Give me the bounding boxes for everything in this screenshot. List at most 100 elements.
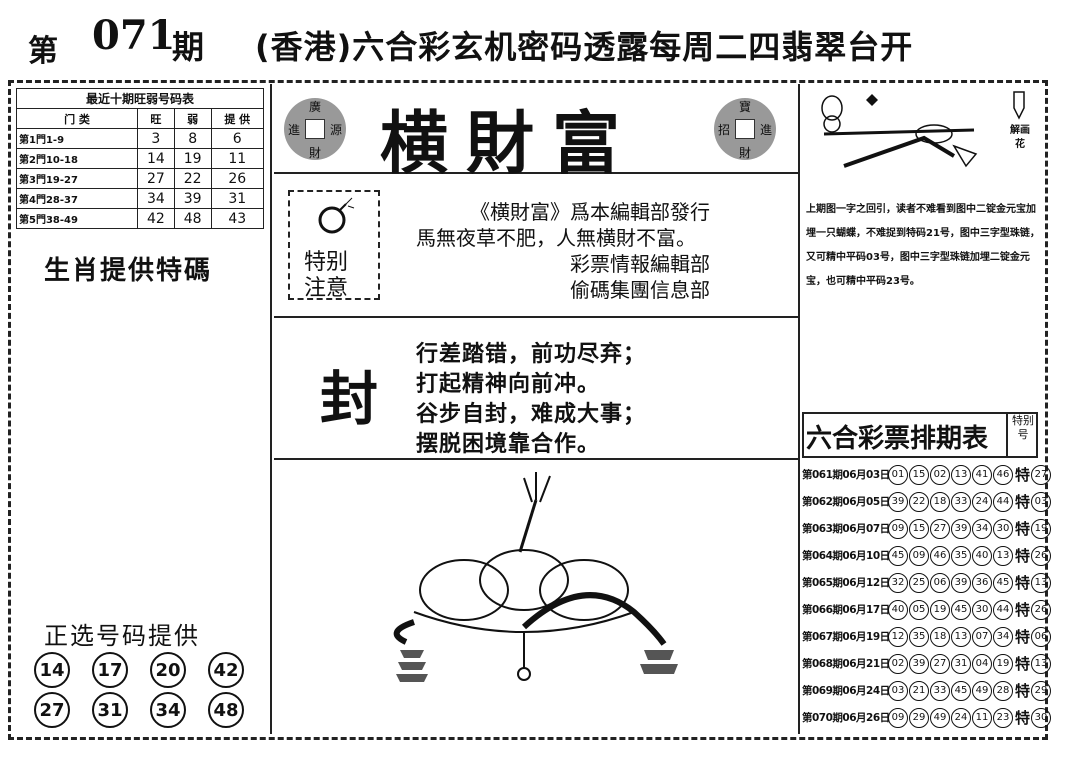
cell: 42: [137, 208, 175, 229]
issue-suffix: 期: [172, 28, 205, 66]
number-ball: 39: [951, 572, 971, 593]
number-ball: 24: [972, 491, 992, 512]
number-ball: 44: [993, 599, 1013, 620]
schedule-row: 第067期06月19日 12 35 18 13 07 34 特 06: [802, 623, 1052, 650]
cell: 43: [210, 208, 265, 229]
coin-char: 源: [330, 123, 343, 137]
pick-number: 31: [92, 692, 128, 728]
row-label: 第5門38-49: [16, 208, 138, 229]
pick-number: 17: [92, 652, 128, 688]
schedule-title: 六合彩票排期表: [806, 424, 989, 454]
cell: 22: [173, 168, 212, 189]
number-ball: 04: [972, 653, 992, 674]
cell: 3: [137, 128, 175, 149]
number-ball: 29: [909, 707, 929, 728]
number-ball: 02: [888, 653, 908, 674]
table-row: 第2門10-18 14 19 11: [16, 148, 265, 169]
poem-line: 谷步自封，难成大事；: [416, 402, 647, 427]
special-mark: 特: [1015, 655, 1031, 673]
cell: 31: [210, 188, 265, 209]
special-mark: 特: [1015, 574, 1031, 592]
number-ball: 27: [930, 653, 950, 674]
number-ball: 09: [888, 707, 908, 728]
schedule-row-label: 第062期06月05日: [802, 496, 890, 508]
number-ball: 15: [909, 518, 929, 539]
row-label: 第4門28-37: [16, 188, 138, 209]
special-ball: 13: [1031, 653, 1052, 674]
number-ball: 13: [951, 464, 971, 485]
schedule-row-label: 第069期06月24日: [802, 685, 890, 697]
number-ball: 13: [951, 626, 971, 647]
schedule-row: 第064期06月10日 45 09 46 35 40 13 特 26: [802, 542, 1052, 569]
schedule-row-label: 第061期06月03日: [802, 469, 890, 481]
notice-line: 《横財富》爲本編輯部發行: [470, 200, 710, 224]
poem-line: 行差踏错，前功尽弃；: [416, 342, 647, 367]
notice-badge-line2: 注意: [304, 276, 349, 301]
poem-box: [274, 320, 798, 460]
cell: 48: [173, 208, 212, 229]
cell: 8: [173, 128, 212, 149]
number-ball: 27: [930, 518, 950, 539]
number-ball: 09: [888, 518, 908, 539]
pick-number: 48: [208, 692, 244, 728]
special-ball: 13: [1031, 572, 1052, 593]
row-label: 第2門10-18: [16, 148, 138, 169]
number-ball: 18: [930, 491, 950, 512]
table-row: 第5門38-49 42 48 43: [16, 208, 265, 229]
cell: 27: [137, 168, 175, 189]
schedule-row: 第068期06月21日 02 39 27 31 04 19 特 13: [802, 650, 1052, 677]
column-header: 弱: [173, 108, 212, 129]
number-ball: 39: [888, 491, 908, 512]
number-ball: 30: [993, 518, 1013, 539]
number-ball: 12: [888, 626, 908, 647]
coin-char: 招: [718, 123, 731, 137]
cell: 14: [137, 148, 175, 169]
schedule-tag: 特别号: [1006, 412, 1038, 458]
schedule-row: 第061期06月03日 01 15 02 13 41 46 特 27: [802, 461, 1052, 488]
poem-line: 打起精神向前冲。: [416, 372, 601, 397]
number-ball: 45: [993, 572, 1013, 593]
number-ball: 35: [909, 626, 929, 647]
left-column: [12, 84, 272, 734]
number-ball: 34: [993, 626, 1013, 647]
table-row: 第3門19-27 27 22 26: [16, 168, 265, 189]
pick-number: 14: [34, 652, 70, 688]
number-ball: 01: [888, 464, 908, 485]
number-ball: 19: [993, 653, 1013, 674]
number-ball: 02: [930, 464, 950, 485]
schedule-row-label: 第064期06月10日: [802, 550, 890, 562]
issue-number: 071: [92, 12, 176, 59]
number-ball: 46: [993, 464, 1013, 485]
page-frame: [8, 80, 1048, 740]
number-ball: 22: [909, 491, 929, 512]
table-row: 第4門28-37 34 39 31: [16, 188, 265, 209]
number-ball: 40: [972, 545, 992, 566]
number-ball: 23: [993, 707, 1013, 728]
cell: 11: [210, 148, 265, 169]
coin-char: 進: [288, 123, 301, 137]
special-ball: 26: [1031, 545, 1052, 566]
poem-line: 摆脱困境靠合作。: [416, 432, 601, 457]
number-ball: 44: [993, 491, 1013, 512]
special-ball: 30: [1031, 707, 1052, 728]
number-ball: 39: [951, 518, 971, 539]
coin-char: 財: [309, 146, 322, 160]
schedule-row: 第066期06月17日 40 05 19 45 30 44 特 26: [802, 596, 1052, 623]
picks-title: 正选号码提供: [44, 622, 200, 650]
special-mark: 特: [1015, 493, 1031, 511]
butterfly-ingots-sketch: [821, 94, 978, 168]
number-ball: 15: [909, 464, 929, 485]
number-ball: 31: [951, 653, 971, 674]
row-label: 第1門1-9: [16, 128, 138, 149]
number-ball: 49: [930, 707, 950, 728]
notice-badge: [288, 190, 380, 300]
number-ball: 34: [972, 518, 992, 539]
issue-prefix: 第: [28, 34, 58, 69]
recent-table-caption: 最近十期旺弱号码表: [16, 88, 264, 109]
column-header: 门 类: [16, 108, 138, 129]
special-mark: 特: [1015, 628, 1031, 646]
schedule-row: 第065期06月12日 32 25 06 39 36 45 特 13: [802, 569, 1052, 596]
number-ball: 40: [888, 599, 908, 620]
number-ball: 46: [930, 545, 950, 566]
number-ball: 36: [972, 572, 992, 593]
